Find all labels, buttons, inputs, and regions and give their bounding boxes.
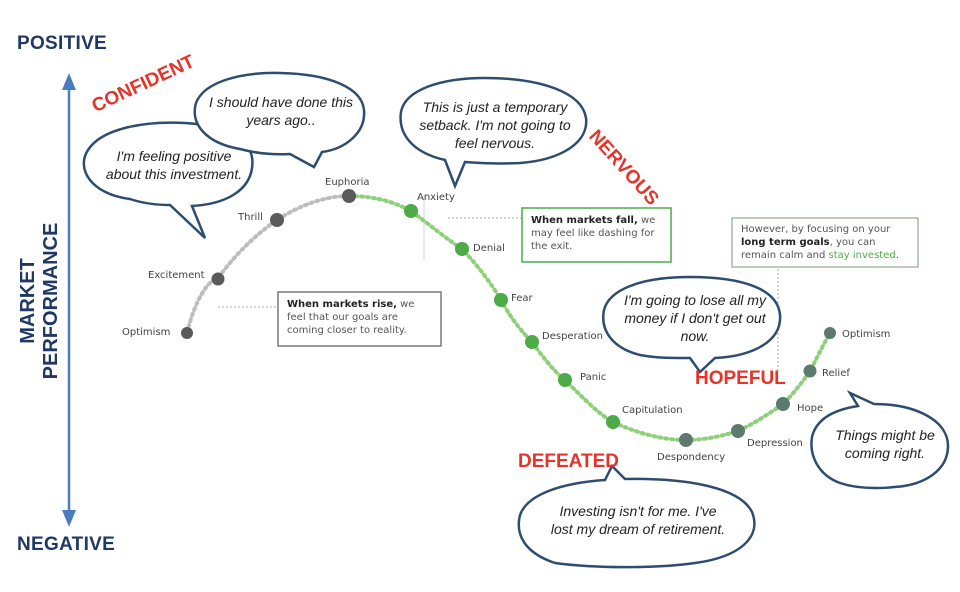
stage-label-depression: Depression [747,438,803,449]
box-goals-green: stay invested [828,250,896,261]
bubble-should-have-shape [193,71,366,169]
bubble-coming-right: Things might be coming right. [835,427,935,461]
box-rise-text: we feel that our goals are coming closer… [287,299,415,336]
stage-label-hope: Hope [797,403,824,414]
bubble-temporary: This is just a temporary setback. I'm no… [419,99,571,151]
stage-label-anxiety: Anxiety [417,192,455,203]
stage-dot-denial [455,242,469,256]
axis-bottom-label: NEGATIVE [17,534,116,555]
stage-dot-despondency [679,433,693,447]
curve-rise [185,194,351,335]
axis-arrow-up [62,73,76,90]
stage-dot-depression [731,424,745,438]
stage-dot-desperation [525,335,539,349]
bubble-coming-right-shape [810,390,950,490]
bubble-should-have: I should have done this years ago.. [209,94,353,128]
box-fall-title: When markets fall, [531,215,638,226]
stage-label-excitement: Excitement [148,270,205,281]
box-goals-pre: However, by focusing on your [741,224,891,235]
axis-arrow-down [62,510,76,527]
emotion-defeated: DEFEATED [518,451,619,472]
stage-label-panic: Panic [580,372,607,383]
emotion-hopeful: HOPEFUL [695,368,786,389]
box-goals-end: . [895,250,899,261]
stage-dot-optimism-end [824,327,836,339]
stage-label-optimism: Optimism [122,327,171,338]
bubble-positive: I'm feeling positive about this investme… [105,148,243,182]
stage-dot-euphoria [342,189,356,203]
stage-dot-capitulation [606,415,620,429]
stage-dot-panic [558,373,572,387]
stage-dot-relief [803,364,817,378]
stage-dot-thrill [270,213,284,227]
stage-label-fear: Fear [511,293,533,304]
bubble-not-for-me-shape [517,463,756,569]
bubble-temporary-shape [399,76,588,190]
stage-dot-hope [776,397,790,411]
axis-title: MARKET PERFORMANCE [17,222,62,380]
stage-label-relief: Relief [822,368,850,379]
box-markets-rise: When markets rise, we feel that our goal… [279,293,440,345]
stage-dot-fear [494,293,508,307]
stage-label-optimism-end: Optimism [842,329,891,340]
box-fall-text: we may feel like dashing for the exit. [531,215,656,252]
bubble-lose-all-shape [602,275,782,374]
bubble-not-for-me: Investing isn't for me. I've lost my dre… [550,503,726,537]
box-goals-bold: long term goals [741,237,830,248]
box-long-term-goals: However, by focusing on your long term g… [733,219,917,266]
stage-label-despondency: Despondency [657,452,726,463]
stage-dot-excitement [211,272,225,286]
stage-label-capitulation: Capitulation [622,405,683,416]
box-markets-fall: When markets fall, we may feel like dash… [523,209,670,261]
stage-label-thrill: Thrill [238,212,263,223]
axis-top-label: POSITIVE [17,33,108,54]
bubble-lose-all: I'm going to lose all my money if I don'… [624,292,766,344]
stage-label-euphoria: Euphoria [325,177,370,188]
box-goals-mid: , you can remain calm and [741,237,876,261]
stage-dot-anxiety [404,204,418,218]
box-rise-title: When markets rise, [287,299,397,310]
stage-dot-optimism [181,327,193,339]
stage-label-desperation: Desperation [542,331,603,342]
stage-label-denial: Denial [473,243,505,254]
